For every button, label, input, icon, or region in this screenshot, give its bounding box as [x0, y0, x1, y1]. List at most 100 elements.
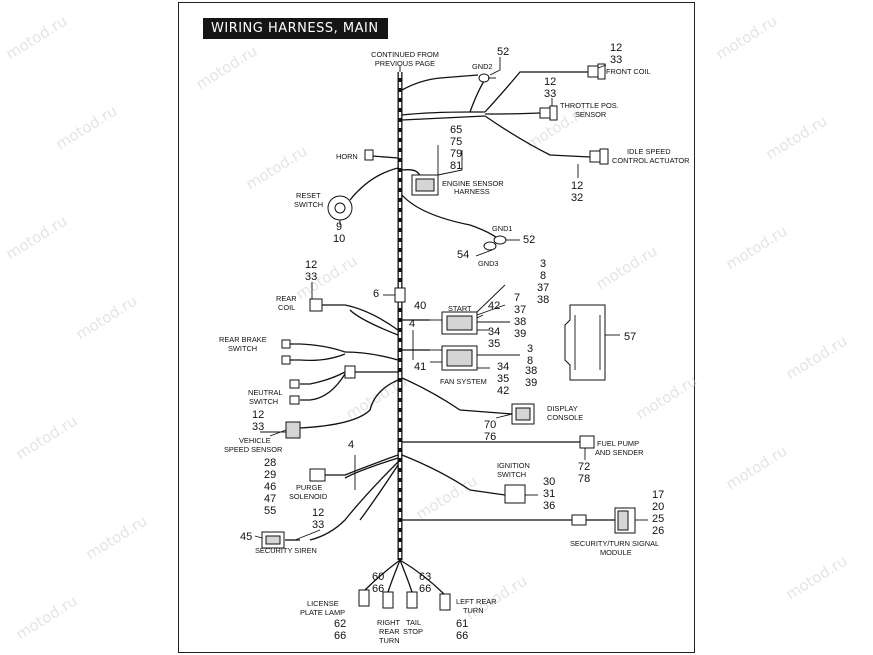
callout-numbers: 52 12 33 12 33 65 75 79 81 12 32 9 10 52… [240, 42, 664, 642]
callout: 25 [652, 513, 664, 525]
rear-coil-label-2: COIL [278, 303, 295, 312]
callout: 52 [523, 234, 535, 246]
callout: 4 [409, 318, 415, 330]
ignition-branch [401, 454, 526, 504]
display-label: DISPLAY [547, 404, 578, 413]
callout: 46 [264, 481, 276, 493]
horn-branch [364, 149, 399, 161]
neutral-branch [289, 365, 398, 405]
inline-connector-6 [383, 287, 406, 303]
engine-label-2: HARNESS [454, 187, 490, 196]
callout: 37 [514, 304, 526, 316]
svg-text:motod.ru: motod.ru [13, 592, 81, 644]
left-rear-label-2: TURN [463, 606, 484, 615]
callout: 3 [527, 343, 533, 355]
vss-branch [269, 379, 399, 439]
purge-label-2: SOLENOID [289, 492, 327, 501]
rear-coil-label: REAR [276, 294, 297, 303]
vss-label-2: SPEED SENSOR [224, 445, 282, 454]
svg-text:motod.ru: motod.ru [3, 212, 71, 264]
start-label: START [448, 304, 472, 313]
callout: 35 [488, 338, 500, 350]
right-rear-label-3: TURN [379, 636, 400, 645]
console-bracket [564, 304, 620, 381]
callout: 38 [514, 316, 526, 328]
callout: 62 [334, 618, 346, 630]
callout: 12 [571, 180, 583, 192]
security-module-branch [402, 507, 636, 534]
svg-text:motod.ru: motod.ru [83, 512, 151, 564]
right-rear-label-2: REAR [379, 627, 400, 636]
callout: 37 [537, 282, 549, 294]
callout: 31 [543, 488, 555, 500]
security-siren [261, 531, 300, 549]
callout: 34 [497, 361, 509, 373]
callout: 8 [540, 270, 546, 282]
callout: 33 [252, 421, 264, 433]
tail-label: TAIL [406, 618, 421, 627]
rear-brake-branch [281, 339, 399, 365]
tail-label-2: STOP [403, 627, 423, 636]
callout: 45 [240, 531, 252, 543]
callout: 75 [450, 136, 462, 148]
callout: 28 [264, 457, 276, 469]
idle-label: IDLE SPEED [627, 147, 671, 156]
svg-text:motod.ru: motod.ru [633, 372, 701, 424]
svg-text:motod.ru: motod.ru [723, 222, 791, 274]
display-console-branch [401, 377, 535, 425]
svg-text:motod.ru: motod.ru [193, 42, 261, 94]
reset-label: RESET [296, 191, 321, 200]
callout: 72 [578, 461, 590, 473]
callout: 79 [450, 148, 462, 160]
callout: 57 [624, 331, 636, 343]
purge-branch [309, 454, 399, 541]
svg-text:motod.ru: motod.ru [723, 442, 791, 494]
reset-label-2: SWITCH [294, 200, 323, 209]
svg-text:motod.ru: motod.ru [53, 102, 121, 154]
svg-text:motod.ru: motod.ru [783, 332, 851, 384]
siren-label: SECURITY SIREN [255, 546, 317, 555]
callout: 20 [652, 501, 664, 513]
svg-text:motod.ru: motod.ru [413, 472, 481, 524]
throttle-label-2: SENSOR [575, 110, 606, 119]
module-label: SECURITY/TURN SIGNAL [570, 539, 659, 548]
fuel-label: FUEL PUMP [597, 439, 639, 448]
callout: 42 [488, 300, 500, 312]
module-label-2: MODULE [600, 548, 632, 557]
callout: 17 [652, 489, 664, 501]
callout: 38 [525, 365, 537, 377]
callout: 65 [450, 124, 462, 136]
callout: 42 [497, 385, 509, 397]
callout: 76 [484, 431, 496, 443]
callout: 41 [414, 361, 426, 373]
callout: 39 [514, 328, 526, 340]
gnd2-terminal [478, 73, 496, 83]
callout: 12 [312, 507, 324, 519]
fuel-pump-branch [402, 435, 595, 449]
display-label-2: CONSOLE [547, 413, 583, 422]
fuel-label-2: AND SENDER [595, 448, 643, 457]
page-title: WIRING HARNESS, MAIN [203, 18, 388, 39]
page-frame [178, 2, 695, 653]
callout: 12 [305, 259, 317, 271]
rear-lamp-fanout [358, 559, 451, 611]
callout: 7 [514, 292, 520, 304]
continued-label: CONTINUED FROM [371, 50, 439, 59]
idle-label-2: CONTROL ACTUATOR [612, 156, 689, 165]
callout: 54 [457, 249, 469, 261]
callout: 4 [348, 439, 354, 451]
callout: 12 [252, 409, 264, 421]
callout: 38 [537, 294, 549, 306]
callout: 78 [578, 473, 590, 485]
callout: 12 [610, 42, 622, 54]
left-rear-label: LEFT REAR [456, 597, 497, 606]
gnd3-label: GND3 [478, 259, 499, 268]
license-label-2: PLATE LAMP [300, 608, 345, 617]
callout: 47 [264, 493, 276, 505]
callout: 66 [456, 630, 468, 642]
engine-sensor-harness [401, 145, 501, 241]
license-label: LICENSE [307, 599, 339, 608]
engine-label: ENGINE SENSOR [442, 179, 504, 188]
